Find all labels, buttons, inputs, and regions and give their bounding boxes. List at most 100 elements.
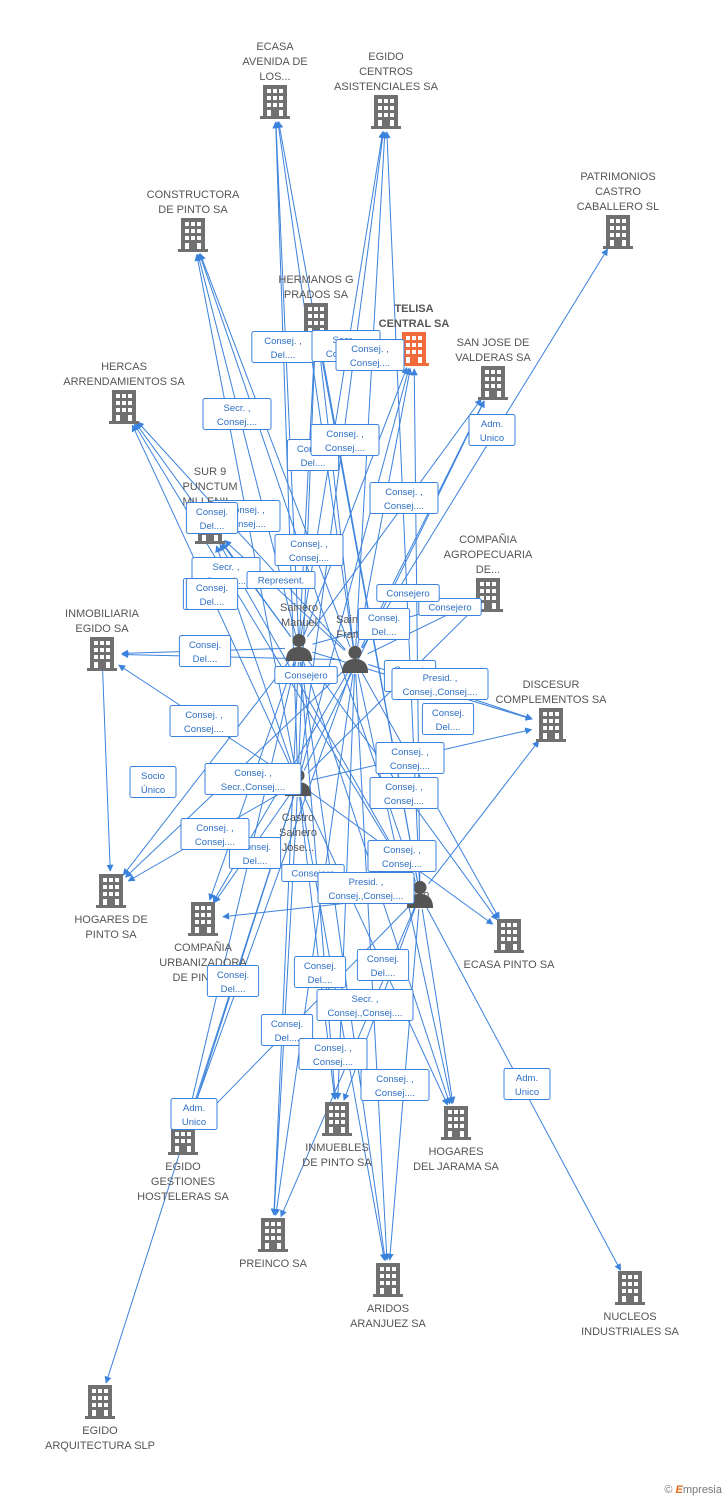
company-label-line: CENTRAL SA	[379, 318, 450, 330]
edge-role-label[interactable]: Adm.Unico	[503, 1068, 551, 1100]
edge-role-label[interactable]: Consej. ,Secr.,Consej....	[204, 763, 302, 795]
building-icon	[494, 919, 524, 953]
person-node-p3[interactable]: CastroSaineroJose...	[279, 768, 317, 854]
edge-role-text: Consej. ,	[227, 505, 265, 516]
edge-role-label[interactable]: Consej. ,Consej....	[369, 482, 439, 514]
person-label-line: Castro	[282, 812, 314, 824]
edge-role-label[interactable]: Consej.Del....	[206, 965, 260, 997]
edge-role-label[interactable]: Presid. ,Consej.,Consej....	[317, 872, 415, 904]
edge-role-box	[169, 705, 239, 737]
empresia-brand[interactable]: © Empresia	[664, 1484, 722, 1496]
edge-role-label[interactable]: Consej.Del....	[178, 635, 232, 667]
building-icon	[478, 366, 508, 400]
edge-role-text: Consej....	[325, 443, 365, 454]
edge-role-box	[274, 666, 338, 684]
edge-role-text: Consej. ,	[196, 823, 234, 834]
edge-role-label[interactable]: Consej. ,Consej....	[375, 742, 445, 774]
edge-role-text: Represent.	[258, 576, 304, 587]
edge-role-text: Del....	[193, 654, 218, 665]
edge-role-label[interactable]: Consej. ,Consej....	[298, 1038, 368, 1070]
company-label-line: LOS...	[259, 71, 290, 83]
edge-role-text: Consej....	[375, 1088, 415, 1099]
edge-role-label[interactable]: Adm.Unico	[170, 1098, 218, 1130]
edge-role-label[interactable]: Consej.Del....	[185, 578, 239, 610]
company-label-line: ARQUITECTURA SLP	[45, 1440, 155, 1452]
company-label-line: GESTIONES	[151, 1176, 215, 1188]
edge-role-box	[357, 608, 411, 640]
company-label-line: DISCESUR	[523, 679, 580, 691]
edge-role-text: Consej....	[217, 417, 257, 428]
edge-role-text: Consej....	[313, 1057, 353, 1068]
edge-role-label[interactable]: Consej. ,Consej....	[335, 339, 405, 371]
edge-role-text: Del....	[243, 856, 268, 867]
edge-role-label[interactable]: Consej.Del....	[357, 608, 411, 640]
edge-role-label[interactable]: Consej.Del....	[293, 956, 347, 988]
edge-role-label[interactable]: Presid. ,Consej.,Consej....	[391, 668, 489, 700]
edge-role-label[interactable]: Consejero	[274, 666, 338, 684]
edge-role-label[interactable]: Consej.Del....	[421, 703, 475, 735]
person-icon	[341, 645, 369, 673]
edge-role-label[interactable]: Represent.	[246, 571, 316, 589]
building-icon	[188, 902, 218, 936]
edge-role-label[interactable]: Consej. ,Consej....	[360, 1069, 430, 1101]
edge-role-label[interactable]: Consej.Del....	[260, 1014, 314, 1046]
edge-role-label[interactable]: Consej. , Consej....	[310, 424, 380, 456]
edge-role-label[interactable]: Consej. ,Consej....	[367, 840, 437, 872]
edge-role-text: Socio	[141, 771, 165, 782]
relation-edge	[102, 667, 114, 872]
edge-role-label[interactable]: Consejero	[376, 584, 440, 602]
company-label-line: ARANJUEZ SA	[350, 1318, 426, 1330]
edge-role-label[interactable]: Consej. ,Consej....	[180, 818, 250, 850]
edge-role-box	[274, 534, 344, 566]
company-node-agropecuaria[interactable]: COMPAÑIAAGROPECUARIADE...	[444, 533, 533, 612]
edge-label-layer: Consej. ,Del....Secr. ,Consej....Consej.…	[129, 330, 551, 1130]
company-label-line: DE...	[476, 564, 500, 576]
edge-role-label[interactable]: Secr. ,Consej....	[202, 398, 272, 430]
company-label-line: SAN JOSE DE	[457, 337, 530, 349]
building-icon	[322, 1102, 352, 1136]
company-node-ecasa_pinto[interactable]: ECASA PINTO SA	[464, 919, 556, 971]
edge-role-label[interactable]: Secr. ,Consej.,Consej....	[316, 989, 414, 1021]
company-label-line: CENTROS	[359, 66, 413, 78]
edge-role-box	[170, 1098, 218, 1130]
edge-role-label[interactable]: Consej.Del....	[356, 949, 410, 981]
edge-role-label[interactable]: Consej. ,Del....	[251, 331, 315, 363]
company-label-line: INDUSTRIALES SA	[581, 1326, 679, 1338]
building-icon	[258, 1218, 288, 1252]
edge-role-label[interactable]: Consejero	[418, 598, 482, 616]
edge-role-label[interactable]: Consej. ,Consej....	[369, 777, 439, 809]
edge-role-label[interactable]: Consej. ,Consej....	[274, 534, 344, 566]
edge-role-label[interactable]: Consej.Del....	[185, 502, 239, 534]
edge-role-text: Del....	[221, 984, 246, 995]
edge-role-label[interactable]: Adm.Unico	[468, 414, 516, 446]
edge-role-box	[418, 598, 482, 616]
edge-role-text: Consej.,Consej....	[329, 891, 404, 902]
edge-role-label[interactable]: Consej. ,Consej....	[169, 705, 239, 737]
company-label-line: INMOBILIARIA	[65, 608, 140, 620]
company-node-preinco[interactable]: PREINCO SA	[239, 1218, 308, 1270]
edge-role-text: Consej. ,	[326, 429, 364, 440]
building-icon	[260, 85, 290, 119]
edge-role-text: Unico	[515, 1087, 539, 1098]
building-icon	[603, 215, 633, 249]
